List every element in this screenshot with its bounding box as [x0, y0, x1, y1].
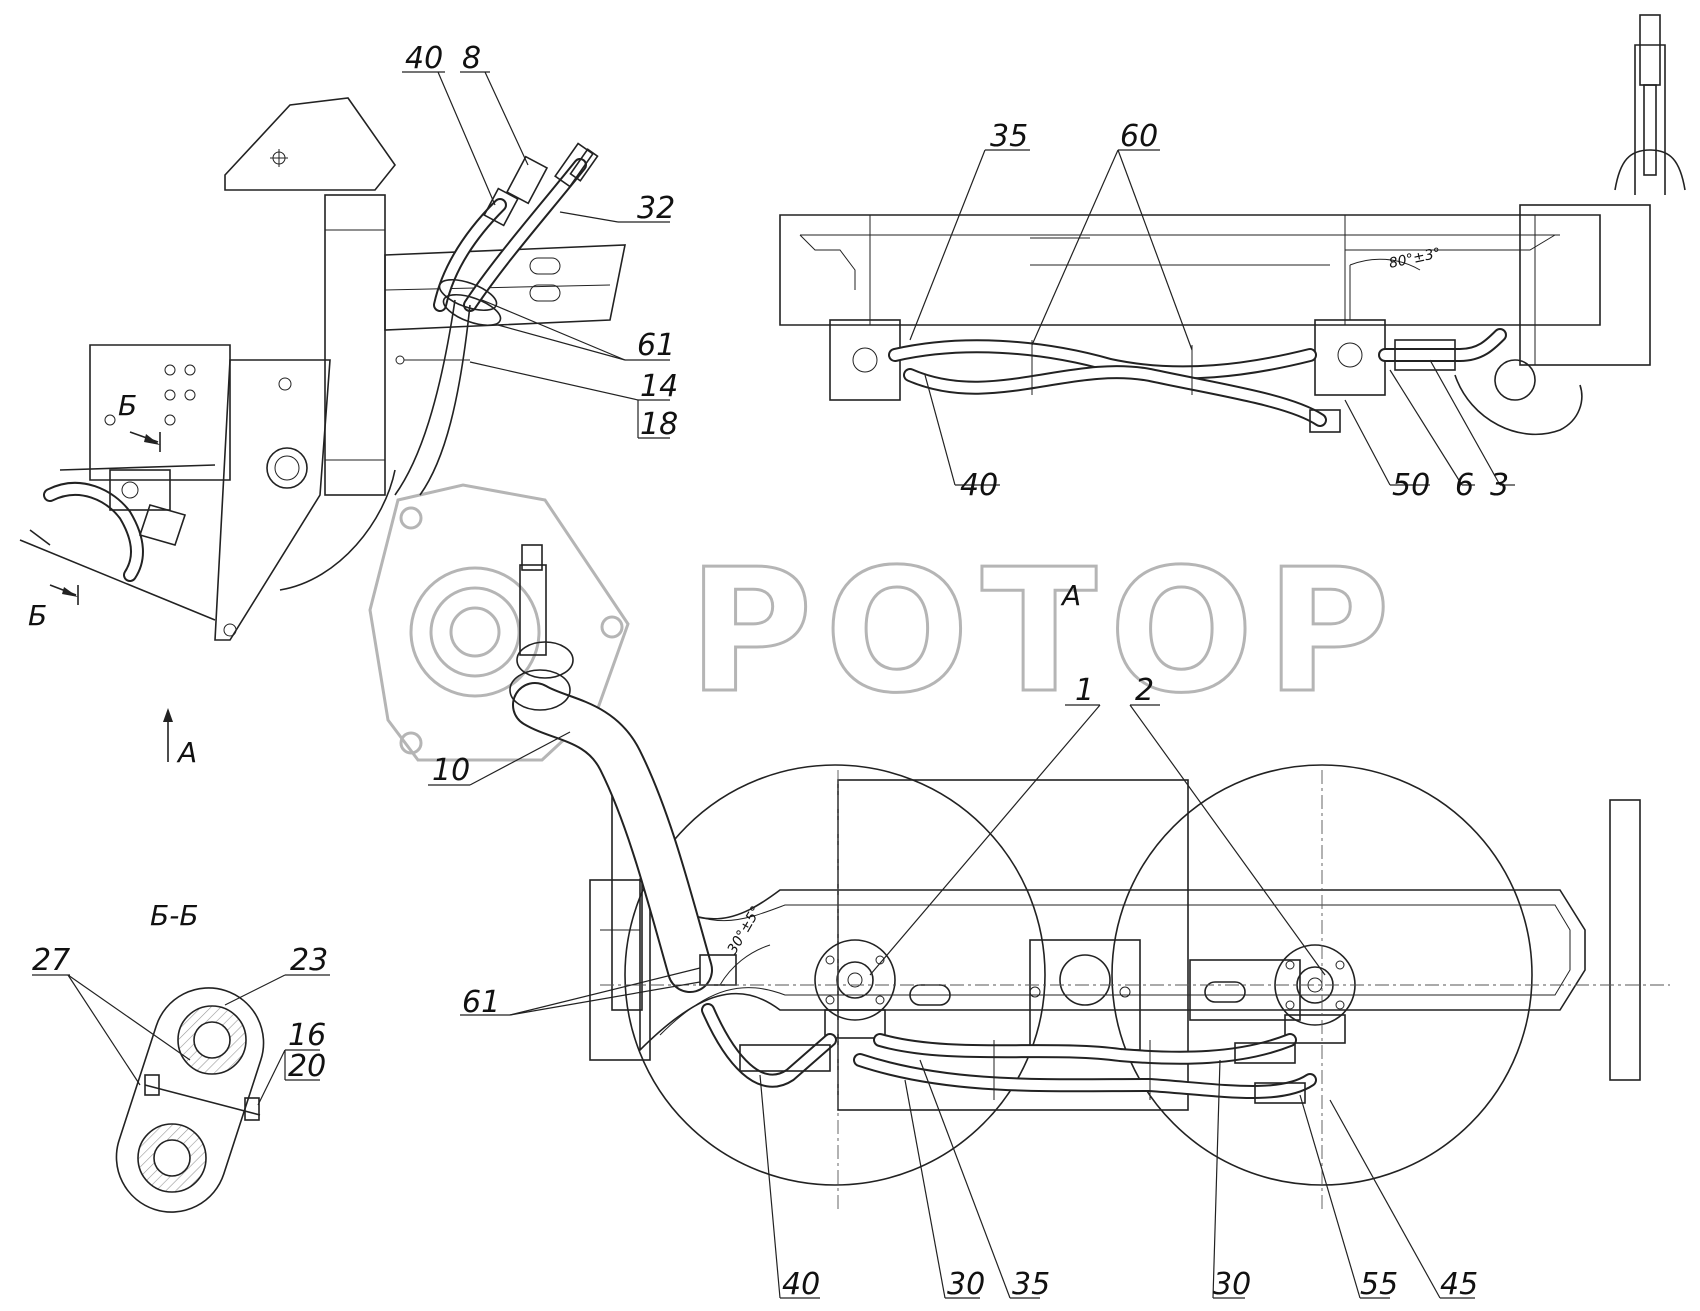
view-markers: А Б Б А Б-Б — [28, 389, 1081, 932]
section-arrow-b-top: Б — [118, 389, 137, 422]
callout-plan-55: 55 — [1360, 1267, 1398, 1302]
callout-plan-45: 45 — [1440, 1267, 1478, 1302]
top-view-label-a: А — [1060, 579, 1081, 612]
leader-lines — [32, 71, 1515, 1299]
angle-label-top: 80°±3° — [1388, 245, 1443, 272]
callout-plan-10: 10 — [432, 753, 470, 788]
side-view — [19, 97, 626, 641]
callout-top-50: 50 — [1392, 468, 1430, 503]
callout-side-32: 32 — [637, 191, 675, 226]
callout-top-35: 35 — [990, 119, 1028, 154]
callout-side-14: 14 — [640, 369, 678, 404]
plan-view: 30°±5° — [509, 544, 1670, 1210]
callout-top-40: 40 — [960, 468, 998, 503]
watermark-text: POTOP — [688, 533, 1402, 731]
callout-plan-61: 61 — [462, 985, 500, 1020]
callout-plan-40: 40 — [782, 1267, 820, 1302]
section-b-b — [115, 987, 265, 1213]
section-arrow-b-bottom: Б — [28, 599, 47, 632]
callout-plan-35: 35 — [1012, 1267, 1050, 1302]
callout-side-40: 40 — [405, 41, 443, 76]
view-arrow-a: А — [176, 736, 197, 769]
callout-side-61: 61 — [637, 328, 675, 363]
callout-section-23: 23 — [290, 943, 328, 978]
callout-top-60: 60 — [1120, 119, 1158, 154]
section-title: Б-Б — [150, 899, 199, 932]
callout-side-8: 8 — [462, 41, 481, 76]
hydraulic-motor-1 — [814, 939, 896, 1039]
callout-plan-30-left: 30 — [947, 1267, 985, 1302]
callouts: 40 8 32 61 14 18 35 60 40 50 6 3 1 2 10 … — [32, 41, 1509, 1302]
watermark: POTOP — [368, 483, 1402, 762]
main-hose-10 — [509, 544, 737, 993]
callout-plan-30-right: 30 — [1213, 1267, 1251, 1302]
callout-top-6: 6 — [1455, 468, 1474, 503]
callout-plan-1: 1 — [1075, 673, 1094, 708]
watermark-logo-ring — [409, 566, 541, 698]
callout-section-20: 20 — [288, 1049, 326, 1084]
callout-plan-2: 2 — [1135, 673, 1154, 708]
callout-top-3: 3 — [1490, 468, 1509, 503]
callout-section-16: 16 — [288, 1018, 326, 1053]
callout-section-27: 27 — [32, 943, 70, 978]
top-view: 80°±3° — [779, 14, 1686, 436]
callout-side-18: 18 — [640, 407, 678, 442]
